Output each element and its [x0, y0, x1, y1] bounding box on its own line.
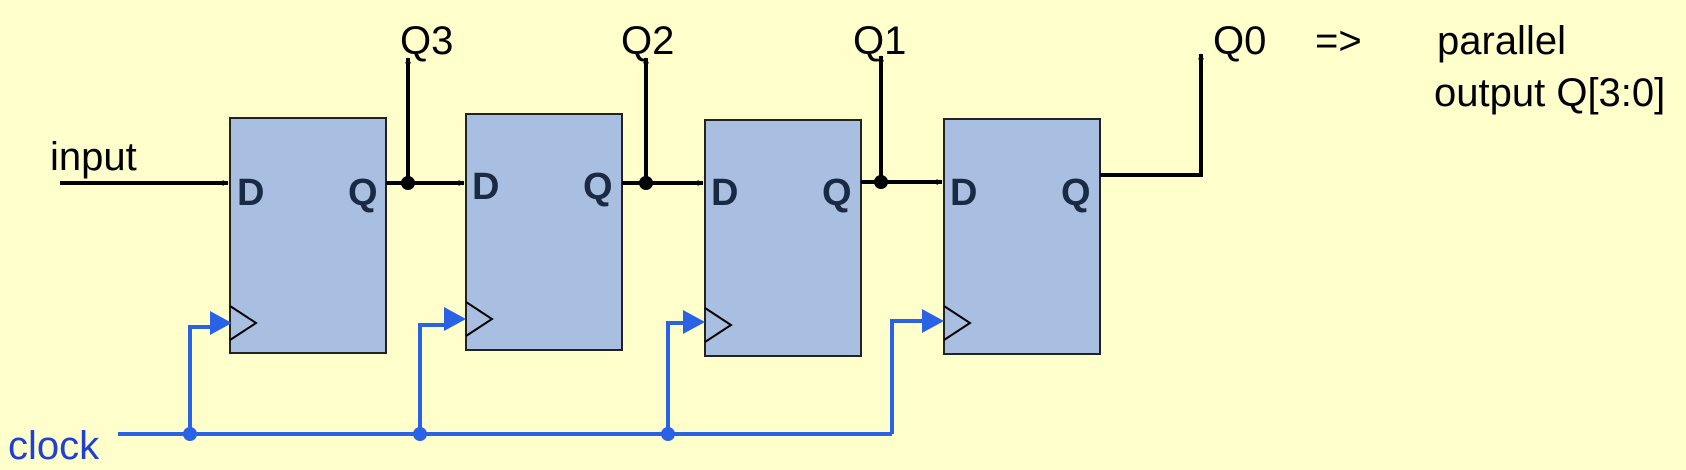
ff1-q-label: Q [822, 172, 852, 214]
output-label-q0: Q0 [1213, 19, 1266, 63]
clock-junction-1 [183, 427, 197, 441]
output-label-q2: Q2 [621, 19, 674, 63]
clock-junction-3 [661, 427, 675, 441]
ff0-d-label: D [950, 172, 977, 214]
clock-junction-2 [413, 427, 427, 441]
ff1-d-label: D [711, 172, 738, 214]
ff3-q-label: Q [348, 172, 378, 214]
clock-pin-triangle-ff0 [943, 305, 972, 341]
flip-flop-0 [943, 118, 1101, 355]
ff2-d-label: D [472, 166, 499, 208]
clock-arrowheads [210, 307, 944, 335]
clock-label: clock [8, 424, 100, 468]
ff0-q-label: Q [1061, 172, 1091, 214]
implies-arrow-text: => [1315, 19, 1362, 63]
ff3-d-label: D [237, 172, 264, 214]
junction-q1 [874, 175, 888, 189]
clock-pin-triangle-ff3 [229, 305, 258, 341]
tap-q0 [1100, 53, 1204, 177]
ff2-q-label: Q [583, 166, 613, 208]
clock-pin-triangle-ff2 [465, 301, 494, 337]
clock-pin-triangle-ff1 [704, 307, 733, 343]
parallel-output-label: output Q[3:0] [1434, 71, 1665, 115]
flip-flop-1 [704, 119, 862, 357]
input-label: input [50, 135, 137, 179]
clock-network [118, 319, 926, 436]
flip-flop-3 [229, 117, 387, 354]
output-label-q3: Q3 [400, 19, 453, 63]
flip-flop-2 [465, 113, 623, 351]
parallel-label: parallel [1437, 19, 1566, 63]
output-label-q1: Q1 [853, 19, 906, 63]
junction-q3 [401, 176, 415, 190]
junction-q2 [639, 176, 653, 190]
